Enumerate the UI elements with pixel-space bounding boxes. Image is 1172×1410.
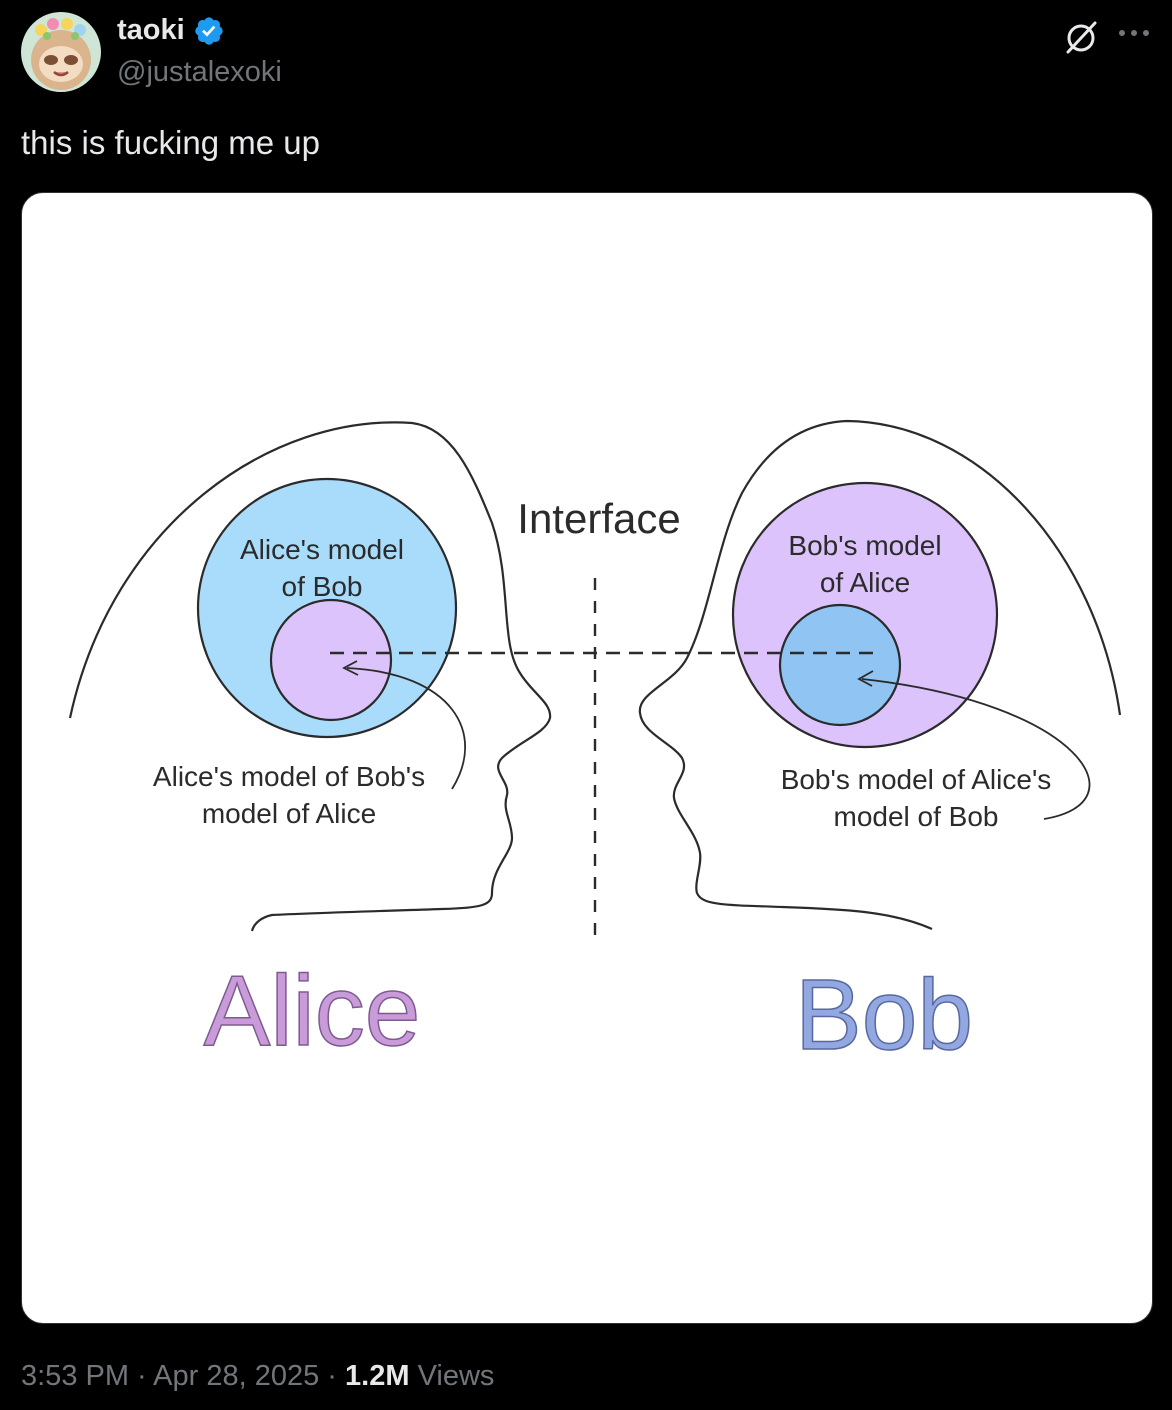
bob-inner-model-circle [778, 603, 902, 727]
interface-label: Interface [517, 495, 680, 542]
alice-inner-label-line1: Alice's model of Bob's [153, 761, 425, 792]
meta-separator: · [319, 1360, 346, 1392]
meta-separator: · [129, 1360, 154, 1392]
alice-inner-model-circle [269, 598, 393, 722]
display-name-text: taoki [117, 14, 185, 46]
post-meta: 3:53 PM · Apr 28, 2025 · 1.2M Views [21, 1360, 494, 1393]
views-label: Views [409, 1360, 495, 1392]
post-date[interactable]: Apr 28, 2025 [153, 1360, 320, 1392]
grok-icon[interactable] [1062, 18, 1100, 56]
bob-model-label-line1: Bob's model [788, 530, 941, 561]
alice-bob-diagram: Interface Alice's model of Bob Bob's mod… [68, 419, 1122, 1072]
alice-model-label-line1: Alice's model [240, 534, 404, 565]
bob-model-label-line2: of Alice [820, 567, 910, 598]
alice-model-label-line2: of Bob [282, 571, 363, 602]
bob-name-label: Bob [795, 959, 973, 1071]
views-count: 1.2M [345, 1360, 410, 1392]
verified-badge-icon [195, 16, 223, 45]
sloth-avatar-icon [21, 12, 101, 92]
bob-head-outline [638, 419, 1122, 931]
alice-name-label: Alice [204, 955, 421, 1067]
avatar[interactable] [21, 12, 101, 92]
alice-arrow [346, 667, 467, 790]
bob-arrowhead [857, 670, 874, 687]
bob-arrow [861, 678, 1091, 820]
author-handle[interactable]: @justalexoki [117, 56, 282, 88]
post-time[interactable]: 3:53 PM [21, 1360, 129, 1392]
more-dots-icon[interactable] [1114, 18, 1154, 48]
alice-arrowhead [342, 660, 359, 676]
bob-inner-label-line2: model of Bob [834, 801, 999, 832]
post-media-image[interactable]: Interface Alice's model of Bob Bob's mod… [21, 192, 1153, 1324]
post-text: this is fucking me up [21, 124, 320, 161]
alice-head-outline [68, 421, 552, 932]
author-display-name[interactable]: taoki [117, 14, 225, 47]
bob-inner-label-line1: Bob's model of Alice's [781, 764, 1052, 795]
alice-inner-label-line2: model of Alice [202, 798, 376, 829]
